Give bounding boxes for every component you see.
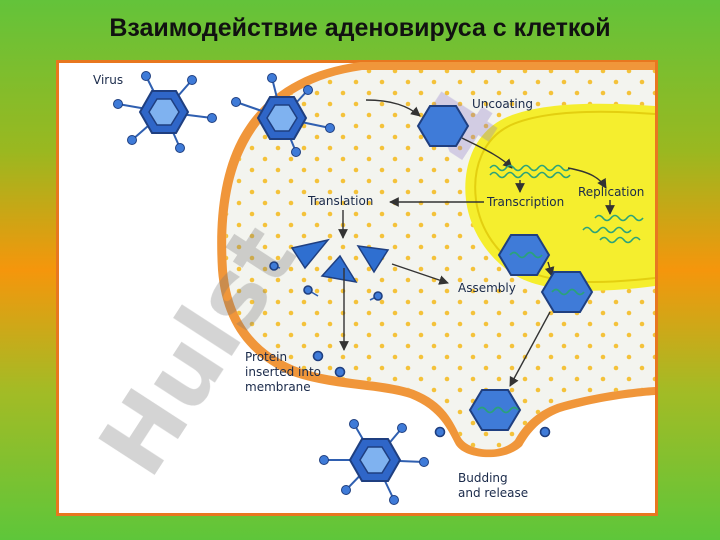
budding-virion [468,389,522,431]
viral-proteins [290,238,390,284]
virus-particle [113,71,217,153]
virus-attaching [231,73,335,157]
slide-title: Взаимодействие аденовируса с клеткой [109,14,611,42]
uncoating-capsid [416,105,470,147]
assembled-virion [540,271,594,313]
label-protein-line3: membrane [245,380,311,394]
label-budding-line2: and release [458,486,528,500]
label-transcription: Transcription [486,195,564,209]
label-assembly: Assembly [458,281,516,295]
viral-dna [489,164,644,244]
label-protein-line1: Protein [245,350,287,364]
assembling-capsid [497,234,551,276]
label-uncoating: Uncoating [472,97,533,111]
label-virus: Virus [93,73,123,87]
label-budding-line1: Budding [458,471,508,485]
label-replication: Replication [578,185,644,199]
label-protein-line2: inserted into [245,365,321,379]
label-translation: Translation [307,194,373,208]
membrane-proteins [269,261,551,438]
released-virus [319,419,429,505]
